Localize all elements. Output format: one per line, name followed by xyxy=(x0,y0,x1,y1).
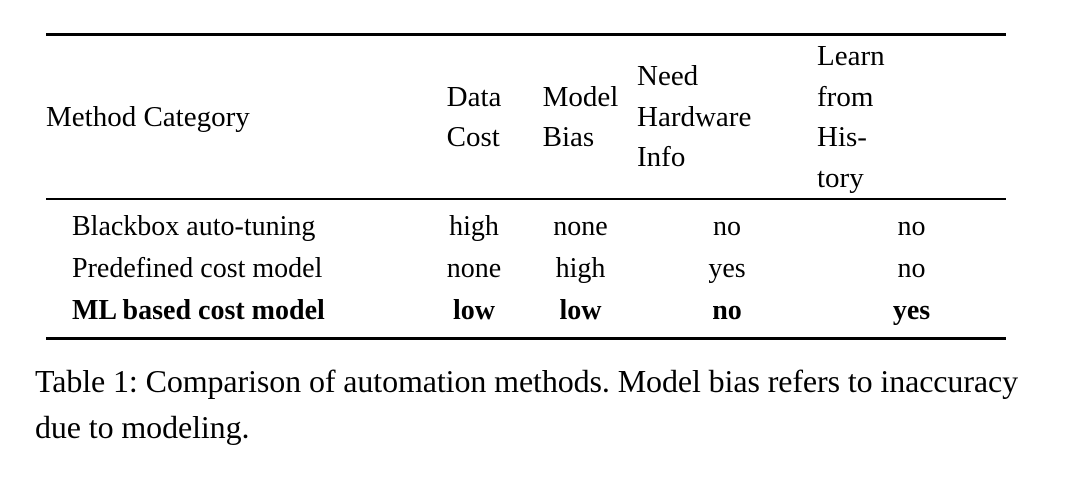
column-header-model-bias-line-1: Model xyxy=(542,80,619,113)
comparison-table: Method Category Data Cost Model Bias xyxy=(46,36,1006,198)
cell-model-bias: low xyxy=(559,295,602,327)
cell-need-hardware-info: no xyxy=(713,211,741,243)
column-header-learn-from-history-line-2: from xyxy=(817,80,874,113)
column-header-model-bias-line-2: Bias xyxy=(542,121,595,154)
cell-method-category: Blackbox auto-tuning xyxy=(72,211,316,243)
cell-learn-from-history: no xyxy=(897,253,926,285)
column-header-need-hardware-info: Need Hardware Info xyxy=(637,36,817,198)
table-mid-rule xyxy=(46,198,1006,201)
cell-learn-from-history: no xyxy=(897,211,926,243)
column-header-method-category: Method Category xyxy=(46,36,424,198)
column-header-data-cost-line-1: Data xyxy=(446,80,502,113)
cell-need-hardware-info: no xyxy=(712,295,742,327)
column-header-data-cost-line-2: Cost xyxy=(446,121,500,154)
cell-model-bias: high xyxy=(555,253,606,285)
column-header-need-hardware-info-stack: Need Hardware Info xyxy=(637,56,751,178)
column-header-learn-from-history-line-3: His- xyxy=(817,121,867,154)
table-caption: Table 1: Comparison of automation method… xyxy=(35,363,1018,445)
column-header-model-bias-stack: Model Bias xyxy=(543,77,619,158)
cell-method-category: ML based cost model xyxy=(72,295,325,327)
table-bottom-rule xyxy=(46,337,1006,341)
column-header-need-hardware-info-line-1: Need xyxy=(637,60,699,93)
table-row: Blackbox auto-tuning high none no no xyxy=(46,200,1006,248)
cell-need-hardware-info: yes xyxy=(708,253,746,285)
column-header-method-category-line-1: Method Category xyxy=(46,100,250,133)
column-header-learn-from-history-line-4: tory xyxy=(817,161,864,194)
cell-model-bias: none xyxy=(553,211,608,243)
cell-data-cost: low xyxy=(453,295,495,327)
column-header-need-hardware-info-line-2: Hardware xyxy=(637,100,752,133)
column-header-learn-from-history-line-1: Learn xyxy=(817,40,885,72)
cell-method-category: Predefined cost model xyxy=(72,253,323,285)
table-header-row: Method Category Data Cost Model Bias xyxy=(46,36,1006,198)
column-header-learn-from-history: Learn from His- tory xyxy=(817,36,1006,198)
comparison-table-body: Blackbox auto-tuning high none no no Pre… xyxy=(46,200,1006,337)
column-header-data-cost: Data Cost xyxy=(424,36,524,198)
column-header-data-cost-stack: Data Cost xyxy=(447,77,502,158)
table-top-rule xyxy=(46,33,1006,36)
cell-learn-from-history: yes xyxy=(892,295,931,327)
table-figure: Method Category Data Cost Model Bias xyxy=(46,33,1006,341)
cell-data-cost: high xyxy=(449,211,499,243)
cell-data-cost: none xyxy=(446,253,502,285)
table-row: Predefined cost model none high yes no xyxy=(46,248,1006,290)
column-header-need-hardware-info-line-3: Info xyxy=(637,141,686,174)
table-row: ML based cost model low low no yes xyxy=(46,290,1006,337)
column-header-learn-from-history-stack: Learn from His- tory xyxy=(817,36,885,198)
column-header-model-bias: Model Bias xyxy=(524,36,637,198)
